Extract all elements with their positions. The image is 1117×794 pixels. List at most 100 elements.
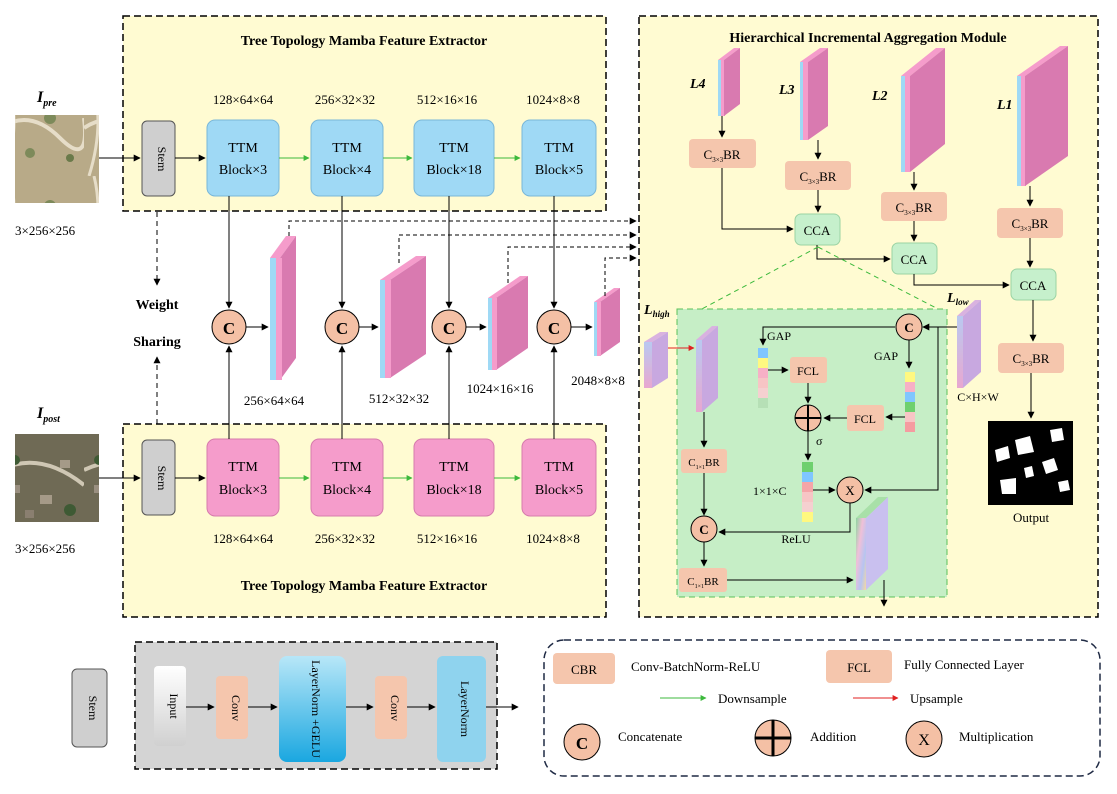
top-ttm-block-1: TTM Block×3 (206, 119, 280, 197)
l-low-label: Llow (946, 291, 970, 307)
fcl-2: FCL (847, 405, 884, 431)
svg-text:X: X (845, 483, 855, 498)
legend-cbr-box-label: CBR (571, 662, 597, 677)
svg-text:X: X (918, 732, 930, 749)
bottom-dim-2: 256×32×32 (315, 531, 375, 546)
feature-slab-2 (380, 256, 426, 378)
sigma-label: σ (816, 434, 823, 448)
stem-legend-label: Stem (86, 696, 100, 721)
input-pre-image (15, 115, 99, 203)
legend-cbr-box (553, 653, 615, 684)
cbr1-lower: C1×1BR (679, 568, 727, 592)
concat-node-4: C (536, 309, 572, 345)
legend-concat-text: Concatenate (618, 729, 682, 744)
mult-node: X (836, 476, 864, 504)
top-ttm-block-3: TTM Block×18 (413, 119, 495, 197)
stem-ln-gelu-label: LayerNorm +GELU (309, 660, 323, 758)
level-l4: L4 (689, 77, 706, 92)
feature-slab-4 (594, 288, 620, 356)
chw-label: C×H×W (957, 390, 999, 404)
addition-node (794, 404, 822, 432)
svg-text:FCL: FCL (797, 364, 819, 378)
hiam-panel: Hierarchical Incremental Aggregation Mod… (638, 15, 1099, 618)
level-l2: L2 (871, 89, 888, 104)
top-extractor-panel: Tree Topology Mamba Feature Extractor 12… (122, 15, 607, 212)
level-slab-l4 (718, 48, 740, 116)
cca-1: CCA (794, 213, 841, 246)
legend-addition-text: Addition (810, 729, 857, 744)
bottom-ttm-block-2: TTM Block×4 (310, 438, 384, 517)
svg-text:C3×3BR: C3×3BR (704, 147, 741, 164)
weight-sharing: Weight Sharing (133, 212, 181, 424)
concat-dim-4: 2048×8×8 (571, 373, 625, 388)
input-pre-dims: 3×256×256 (15, 223, 76, 238)
svg-text:C: C (699, 522, 708, 537)
svg-text:Block×18: Block×18 (426, 483, 481, 498)
bottom-ttm-block-4: TTM Block×5 (521, 438, 597, 517)
bottom-dim-4: 1024×8×8 (526, 531, 580, 546)
svg-text:C: C (443, 319, 455, 338)
cca-detail-panel: Lhigh Llow C×H×W C (643, 291, 999, 607)
input-pre: Ipre 3×256×256 (15, 89, 141, 238)
legend-mult-text: Multiplication (959, 729, 1034, 744)
level-slab-l2 (901, 48, 945, 172)
svg-text:TTM: TTM (544, 141, 574, 156)
output-mask (988, 421, 1073, 505)
legend-fcl-text: Fully Connected Layer (904, 657, 1025, 672)
stem-conv2-block (375, 676, 407, 739)
stem-ln-gelu-block (279, 656, 346, 762)
legend-mult-icon: X (905, 720, 943, 758)
top-dim-1: 128×64×64 (213, 92, 274, 107)
top-extractor-title: Tree Topology Mamba Feature Extractor (241, 34, 488, 49)
top-ttm-block-4: TTM Block×5 (521, 119, 597, 197)
l-low-slab (957, 300, 981, 388)
legend-up-text: Upsample (910, 691, 963, 706)
bottom-stem-label: Stem (155, 466, 169, 491)
level-slab-l3 (800, 48, 828, 140)
upsampled-slab (696, 326, 718, 412)
bottom-extractor-title: Tree Topology Mamba Feature Extractor (241, 579, 488, 594)
svg-text:Block×4: Block×4 (323, 163, 371, 178)
svg-text:CCA: CCA (804, 223, 831, 238)
stem-ln-block (437, 656, 486, 762)
concat-node-1: C (211, 309, 247, 345)
cbr-final: C3×3BR (998, 343, 1064, 373)
input-post-image (15, 434, 99, 522)
svg-text:C: C (336, 319, 348, 338)
top-ttm-block-2: TTM Block×4 (310, 119, 384, 197)
output-label: Output (1013, 510, 1050, 525)
svg-text:Block×4: Block×4 (323, 483, 371, 498)
stem-ln-label: LayerNorm (458, 681, 472, 738)
svg-text:TTM: TTM (332, 460, 362, 475)
svg-text:TTM: TTM (332, 141, 362, 156)
concat-dim-1: 256×64×64 (244, 393, 305, 408)
stem-input-label: Input (167, 693, 181, 719)
legend-addition-icon (754, 719, 792, 757)
svg-text:C: C (904, 320, 913, 335)
level-slab-l1 (1017, 46, 1068, 186)
concat-dim-3: 1024×16×16 (467, 381, 534, 396)
svg-text:TTM: TTM (439, 141, 469, 156)
svg-text:C3×3BR: C3×3BR (896, 200, 933, 217)
svg-text:C3×3BR: C3×3BR (800, 169, 837, 186)
legend-fcl-box (826, 650, 892, 683)
svg-text:Block×5: Block×5 (535, 163, 583, 178)
concat-row: C C C C (211, 196, 637, 439)
svg-text:C: C (548, 319, 560, 338)
feature-slab-1 (270, 236, 296, 380)
cca-concat-bottom: C (690, 515, 718, 543)
cbr-l4: C3×3BR (689, 139, 756, 168)
stem-legend-block (71, 668, 108, 748)
gap-label-2: GAP (874, 349, 898, 363)
svg-text:CCA: CCA (1020, 278, 1047, 293)
cca-3: CCA (1010, 268, 1057, 301)
svg-text:C3×3BR: C3×3BR (1013, 351, 1050, 368)
stem-conv1-label: Conv (229, 695, 243, 721)
fcl-1: FCL (790, 357, 827, 383)
svg-text:C1×1BR: C1×1BR (688, 457, 720, 471)
legend-cbr-text: Conv-BatchNorm-ReLU (631, 659, 761, 674)
top-dim-3: 512×16×16 (417, 92, 478, 107)
gap-label-1: GAP (767, 329, 791, 343)
legend-fcl-box-label: FCL (847, 660, 871, 675)
